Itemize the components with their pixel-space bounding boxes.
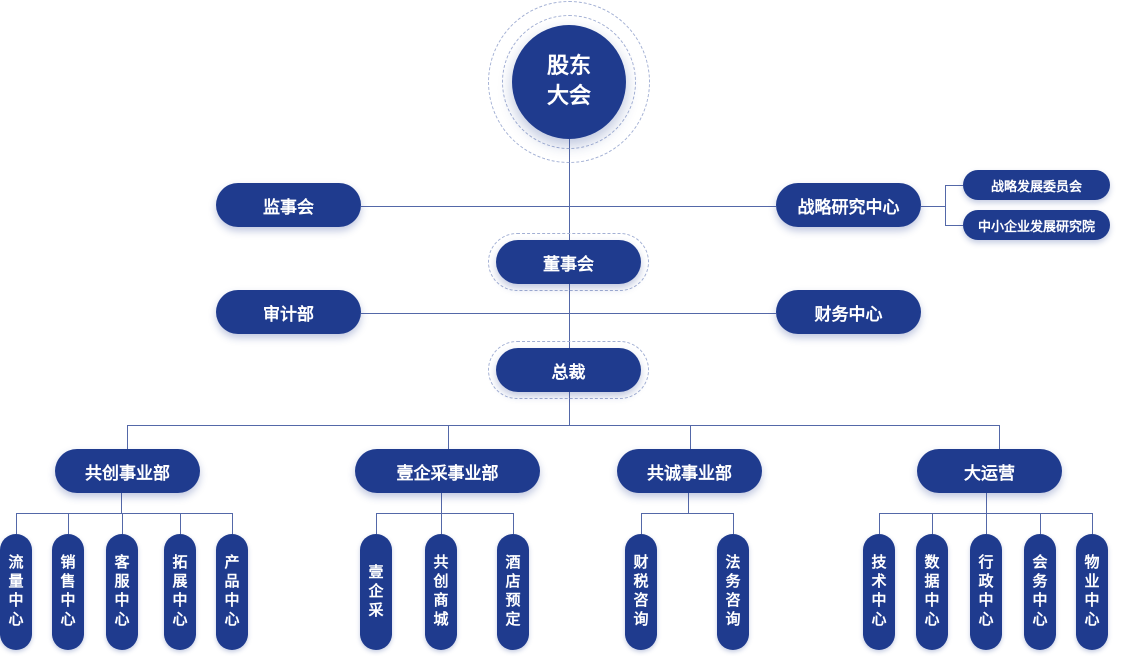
division-label: 大运营	[964, 463, 1015, 484]
node-label: 董事会	[543, 254, 594, 275]
node-label-line1: 股东	[546, 54, 591, 79]
department-label: 拓展中心	[170, 554, 189, 630]
department-label: 会务中心	[1030, 554, 1049, 630]
department-label: 产品中心	[222, 554, 241, 630]
division-node-0: 共创事业部	[55, 449, 200, 493]
node-label: 战略研究中心	[797, 197, 900, 218]
node-board-of-directors: 董事会	[496, 240, 641, 284]
department-node: 财税咨询	[625, 534, 657, 650]
department-label: 销售中心	[58, 554, 77, 630]
division-node-3: 大运营	[917, 449, 1062, 493]
node-sme-research-institute: 中小企业发展研究院	[963, 210, 1110, 240]
node-finance-center: 财务中心	[776, 290, 921, 334]
department-label: 酒店预定	[503, 554, 522, 630]
department-label: 物业中心	[1082, 554, 1101, 630]
department-label: 壹企采	[366, 563, 385, 621]
department-node: 共创商城	[425, 534, 457, 650]
department-label: 法务咨询	[723, 554, 742, 630]
department-label: 数据中心	[922, 554, 941, 630]
node-supervisory-board: 监事会	[216, 183, 361, 227]
inner-dashed-ring	[502, 15, 636, 149]
node-audit-department: 审计部	[216, 290, 361, 334]
department-node: 法务咨询	[717, 534, 749, 650]
department-node: 技术中心	[863, 534, 895, 650]
division-label: 共创事业部	[85, 463, 170, 484]
node-label-line2: 大会	[546, 84, 591, 109]
node-president: 总裁	[496, 348, 641, 392]
department-label: 流量中心	[6, 554, 25, 630]
department-node: 客服中心	[106, 534, 138, 650]
president-dashed-frame	[488, 341, 649, 399]
department-node: 拓展中心	[164, 534, 196, 650]
department-node: 会务中心	[1024, 534, 1056, 650]
outer-dashed-ring	[488, 1, 650, 163]
department-label: 共创商城	[431, 554, 450, 630]
node-label: 总裁	[551, 362, 586, 383]
division-label: 共诚事业部	[647, 463, 732, 484]
node-strategy-research-center: 战略研究中心	[776, 183, 921, 227]
department-node: 壹企采	[360, 534, 392, 650]
division-node-2: 共诚事业部	[617, 449, 762, 493]
division-node-1: 壹企采事业部	[355, 449, 540, 493]
node-label: 监事会	[263, 197, 314, 218]
department-node: 物业中心	[1076, 534, 1108, 650]
board-dashed-frame	[488, 233, 649, 291]
department-label: 行政中心	[976, 554, 995, 630]
department-label: 客服中心	[112, 554, 131, 630]
department-node: 流量中心	[0, 534, 32, 650]
division-label: 壹企采事业部	[396, 463, 499, 484]
node-label: 审计部	[263, 304, 314, 325]
node-shareholders-meeting: 股东 大会	[512, 25, 626, 139]
department-label: 财税咨询	[631, 554, 650, 630]
department-node: 行政中心	[970, 534, 1002, 650]
node-label: 中小企业发展研究院	[977, 219, 1095, 235]
department-node: 产品中心	[216, 534, 248, 650]
node-label: 财务中心	[814, 304, 883, 325]
node-label: 战略发展委员会	[990, 179, 1082, 195]
department-label: 技术中心	[869, 554, 888, 630]
department-node: 销售中心	[52, 534, 84, 650]
department-node: 数据中心	[916, 534, 948, 650]
department-node: 酒店预定	[497, 534, 529, 650]
node-strategy-committee: 战略发展委员会	[963, 170, 1110, 200]
